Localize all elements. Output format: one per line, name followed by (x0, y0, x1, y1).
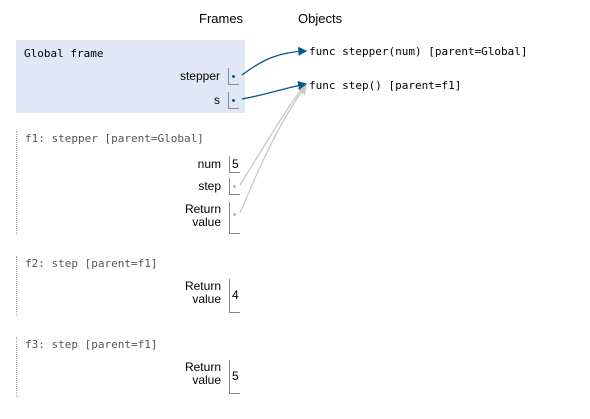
frame-title: f3: step [parent=f1] (25, 338, 158, 351)
var-name-return-value: Return value (184, 360, 221, 387)
var-name-step: step (198, 179, 221, 193)
object-func-stepper: func stepper(num) [parent=Global] (309, 45, 528, 58)
pointer-dot (233, 185, 236, 188)
value-box-return: 4 (229, 279, 240, 313)
pointer-dot (232, 99, 235, 102)
value-box-return (229, 202, 240, 234)
objects-header: Objects (298, 11, 343, 26)
value-box-step (229, 178, 240, 195)
var-name-return-value: Return value (184, 202, 221, 229)
arrow-s-to-func-step (241, 80, 308, 100)
frame-title: f1: stepper [parent=Global] (25, 132, 204, 145)
var-name-s: s (214, 93, 220, 107)
value-text: 5 (232, 369, 239, 383)
arrow-stepper-to-func-stepper (241, 46, 308, 76)
frame-f3: f3: step [parent=f1] Return value 5 (16, 337, 246, 397)
var-name-num: num (197, 157, 221, 171)
var-name-stepper: stepper (179, 69, 220, 83)
frame-title: f2: step [parent=f1] (25, 257, 158, 270)
pointer-dot (233, 213, 236, 216)
global-frame: Global frame stepper s (16, 40, 245, 113)
pointer-dot (232, 75, 235, 78)
var-name-return-value: Return value (184, 279, 221, 306)
frames-header: Frames (199, 11, 244, 26)
frame-f2: f2: step [parent=f1] Return value 4 (16, 256, 246, 316)
value-box-num: 5 (229, 156, 240, 173)
value-box-s (228, 92, 239, 109)
frame-title: Global frame (24, 47, 104, 60)
value-text: 4 (232, 288, 239, 302)
value-box-stepper (228, 68, 239, 85)
frame-f1: f1: stepper [parent=Global] num 5 step R… (16, 131, 246, 235)
arrow-return-to-func-step (239, 84, 307, 214)
arrow-step-to-func-step (239, 83, 306, 186)
object-func-step: func step() [parent=f1] (309, 79, 462, 92)
value-text: 5 (232, 157, 239, 171)
value-box-return: 5 (229, 360, 240, 394)
